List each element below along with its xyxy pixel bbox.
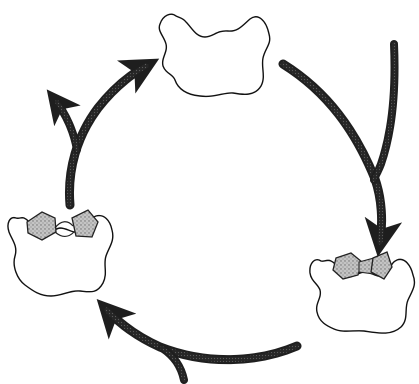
enzyme-substrate-complex [310, 252, 415, 333]
enzyme-products-complex [8, 210, 113, 296]
product-release-arrow-tex [69, 66, 146, 205]
free-enzyme [159, 14, 269, 96]
products-enzyme-outline [8, 216, 113, 296]
released-products [27, 210, 98, 240]
product-pentagon-icon [72, 210, 98, 237]
free-enzyme-outline [159, 14, 269, 96]
substrate-entry-arrow [283, 64, 382, 242]
